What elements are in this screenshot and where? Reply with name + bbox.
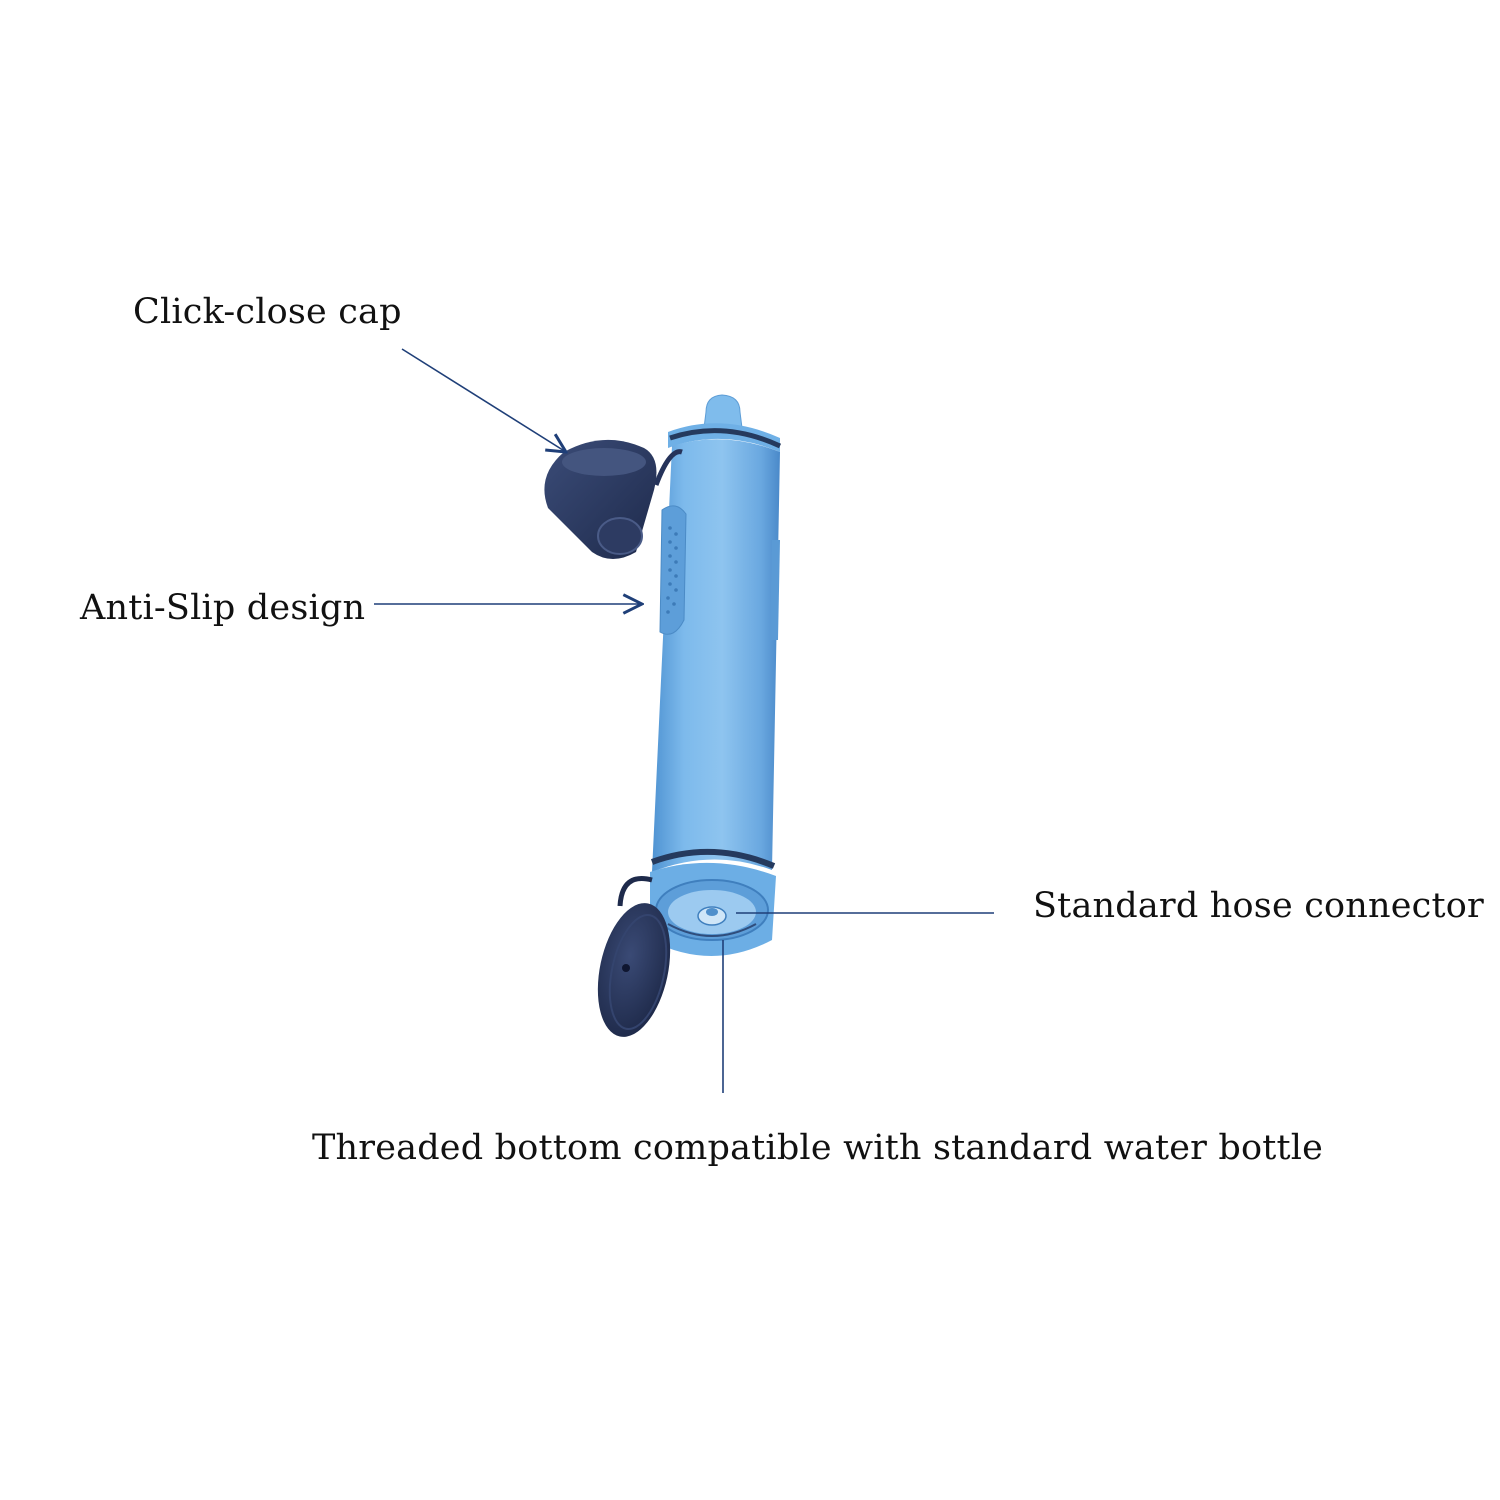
bottom-cap-shape — [597, 876, 671, 1037]
cap-leader-arrow — [401, 348, 566, 452]
filter-body — [650, 394, 782, 956]
grip-texture — [666, 526, 678, 614]
callout-anti-slip-design: Anti-Slip design — [80, 588, 366, 628]
callout-threaded-bottom: Threaded bottom compatible with standard… — [312, 1128, 1324, 1168]
leader-lines — [374, 348, 994, 1093]
click-close-cap-shape — [544, 439, 683, 559]
callout-standard-hose-connector: Standard hose connector — [1033, 886, 1484, 926]
callout-click-close-cap: Click-close cap — [133, 292, 402, 332]
